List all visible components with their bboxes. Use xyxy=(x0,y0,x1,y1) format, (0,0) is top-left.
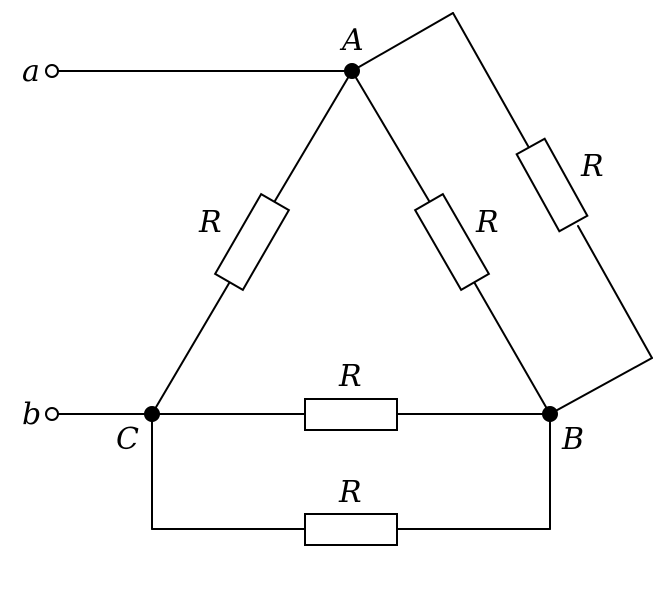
resistor-AC-label: R xyxy=(198,205,222,240)
wire-A-to-top-corner xyxy=(351,12,454,72)
wire-resistor-AC-to-C xyxy=(151,267,239,415)
node-B-label: B xyxy=(561,422,584,457)
resistor-AC xyxy=(213,192,291,292)
resistor-AB-label: R xyxy=(475,205,499,240)
resistor-AB-outer xyxy=(515,137,589,233)
terminal-b-label: b xyxy=(22,397,41,432)
wire-right-corner-to-B xyxy=(549,357,653,415)
wire-A-to-resistor-AC xyxy=(265,70,353,217)
wire-top-corner-to-resistor-outer xyxy=(452,12,529,147)
resistor-AB-outer-label: R xyxy=(580,149,604,184)
resistor-CB-lower-label: R xyxy=(338,475,362,510)
node-C-dot xyxy=(144,406,160,422)
wire-resistor-AB-to-B xyxy=(465,267,551,415)
terminal-a-label: a xyxy=(22,54,40,89)
resistor-CB-upper-label: R xyxy=(338,359,362,394)
resistor-CB-lower xyxy=(304,513,398,546)
resistor-AB xyxy=(413,192,491,292)
wire-resistor-outer-to-right-corner xyxy=(577,225,653,359)
node-A-label: A xyxy=(339,23,364,58)
node-A-dot xyxy=(344,63,360,79)
node-B-dot xyxy=(542,406,558,422)
wire-A-to-resistor-AB xyxy=(351,70,439,217)
resistor-CB-upper xyxy=(304,398,398,431)
node-C-label: C xyxy=(116,422,139,457)
terminal-b xyxy=(45,407,59,421)
terminal-a xyxy=(45,64,59,78)
